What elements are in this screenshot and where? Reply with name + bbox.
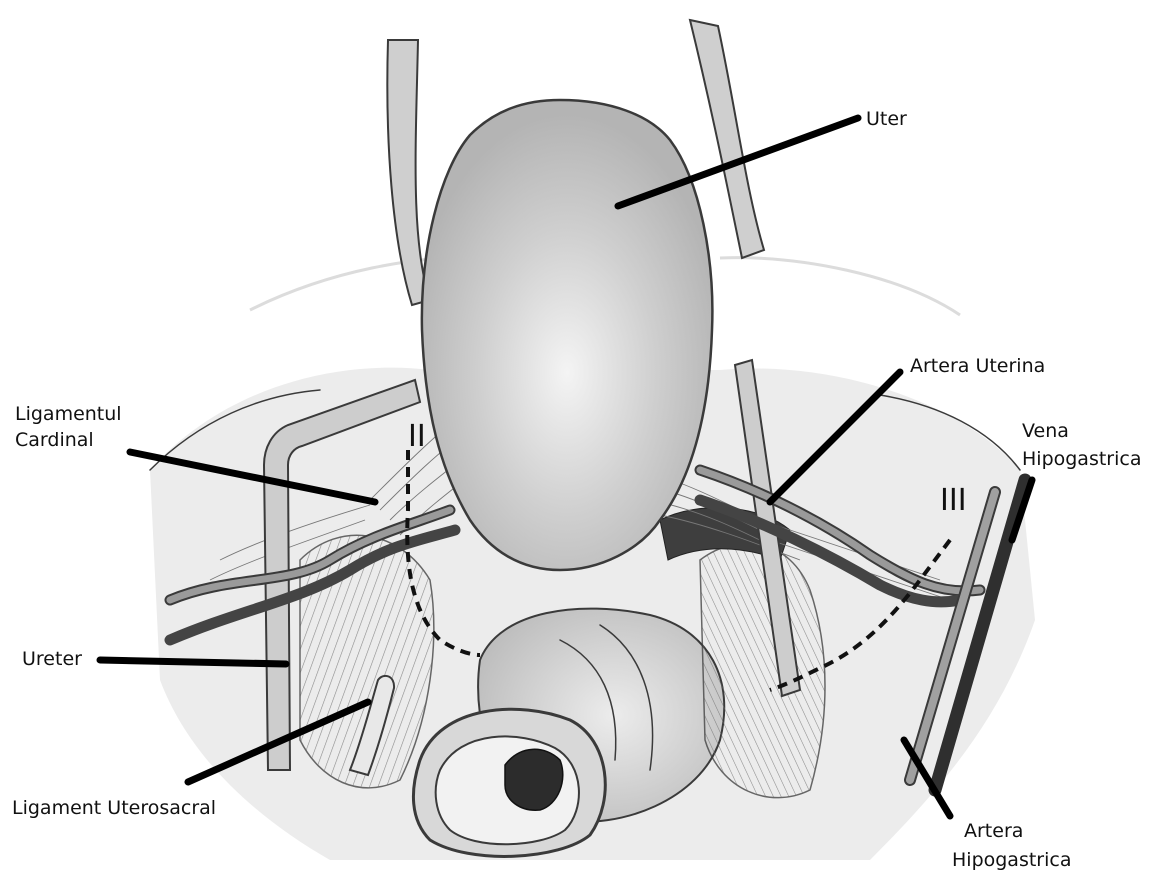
label-vena: Vena (1022, 420, 1069, 442)
label-uter: Uter (866, 108, 907, 130)
label-ureter: Ureter (22, 648, 82, 670)
uterus (422, 100, 713, 570)
label-cardinal: Cardinal (15, 429, 94, 451)
leader-ureter (100, 660, 286, 664)
level-III-label: III (940, 483, 967, 518)
label-ligament-uterosacral: Ligament Uterosacral (12, 797, 216, 819)
level-II-label: II (408, 419, 426, 454)
label-ligamentul: Ligamentul (15, 403, 122, 425)
label-artera-uterina: Artera Uterina (910, 355, 1045, 377)
label-vena-hipogastrica: Hipogastrica (1022, 448, 1141, 470)
label-artera-hipogastrica: Hipogastrica (952, 849, 1071, 871)
label-artera: Artera (964, 820, 1023, 842)
